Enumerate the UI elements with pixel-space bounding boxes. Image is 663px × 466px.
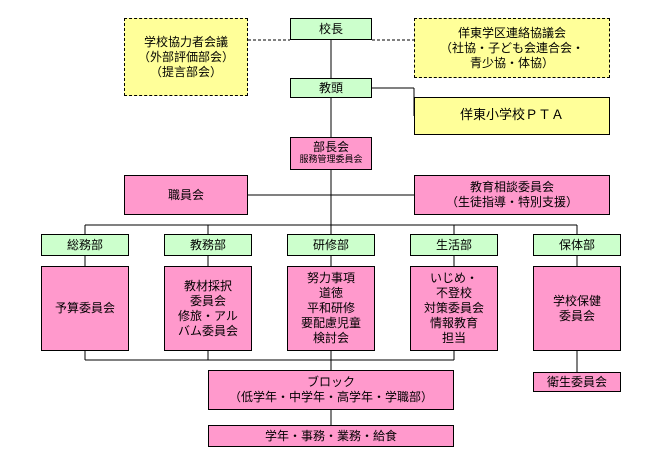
grade-tasks-label: 学年・事務・業務・給食: [264, 428, 397, 443]
dept-soumu: 総務部: [41, 234, 129, 256]
dept-hotai-label: 保体部: [558, 237, 595, 252]
district-council-sub1: （社協・子ども会連合会・: [439, 40, 584, 55]
committee-seikatsu: いじめ・ 不登校 対策委員会 情報教育 担当: [410, 266, 498, 351]
dept-seikatsu-label: 生活部: [435, 237, 472, 252]
school-council-box: 学校協力者会議 （外部評価部会） （提言部会）: [124, 18, 248, 96]
grade-tasks-box: 学年・事務・業務・給食: [208, 425, 454, 447]
school-council-sub1: （外部評価部会）: [137, 49, 234, 64]
committee-kyomu: 教材採択 委員会 修旅・アル バム委員会: [164, 266, 252, 351]
block-title: ブロック: [306, 375, 355, 389]
hygiene-committee-label: 衛生委員会: [546, 374, 607, 389]
dept-heads-subtitle: 服務管理委員会: [299, 155, 363, 166]
school-council-title: 学校協力者会議: [143, 34, 228, 49]
counseling-subtitle: （生徒指導・特別支援）: [445, 195, 578, 209]
dept-kenshu: 研修部: [287, 234, 375, 256]
block-box: ブロック （低学年・中学年・高学年・学職部）: [208, 370, 454, 410]
dept-kyomu-label: 教務部: [189, 237, 226, 252]
counseling-box: 教育相談委員会 （生徒指導・特別支援）: [414, 175, 610, 215]
block-subtitle: （低学年・中学年・高学年・学職部）: [228, 390, 433, 404]
dept-hotai: 保体部: [533, 234, 621, 256]
hygiene-committee-box: 衛生委員会: [533, 372, 621, 392]
committee-kyomu-label: 教材採択 委員会 修旅・アル バム委員会: [177, 278, 238, 338]
district-council-box: 佯東学区連絡協議会 （社協・子ども会連合会・ 青少協・体協）: [414, 18, 610, 78]
committee-hotai-label: 学校保健 委員会: [552, 293, 601, 323]
pta-label: 佯東小学校ＰＴＡ: [459, 107, 564, 123]
dept-heads-title: 部長会: [312, 140, 349, 155]
staff-meeting-box: 職員会: [124, 175, 248, 215]
pta-box: 佯東小学校ＰＴＡ: [414, 97, 610, 135]
principal-label: 校長: [318, 21, 343, 36]
committee-soumu-label: 予算委員会: [54, 301, 115, 315]
vice-principal-label: 教頭: [318, 80, 343, 95]
dept-heads-box: 部長会 服務管理委員会: [290, 137, 372, 170]
staff-meeting-label: 職員会: [167, 187, 204, 202]
principal-box: 校長: [290, 18, 372, 40]
vice-principal-box: 教頭: [290, 78, 372, 98]
district-council-title: 佯東学区連絡協議会: [457, 25, 566, 40]
committee-seikatsu-label: いじめ・ 不登校 対策委員会 情報教育 担当: [423, 271, 484, 345]
district-council-sub2: 青少協・体協）: [469, 55, 554, 70]
committee-hotai: 学校保健 委員会: [533, 266, 621, 351]
dept-seikatsu: 生活部: [410, 234, 498, 256]
dept-soumu-label: 総務部: [66, 237, 103, 252]
committee-kenshu-label: 努力事項 道徳 平和研修 要配慮児童 検討会: [300, 271, 361, 345]
committee-soumu: 予算委員会: [41, 266, 129, 351]
counseling-title: 教育相談委員会: [469, 180, 554, 194]
dept-kenshu-label: 研修部: [312, 237, 349, 252]
school-council-sub2: （提言部会）: [149, 64, 222, 79]
dept-kyomu: 教務部: [164, 234, 252, 256]
committee-kenshu: 努力事項 道徳 平和研修 要配慮児童 検討会: [287, 266, 375, 351]
